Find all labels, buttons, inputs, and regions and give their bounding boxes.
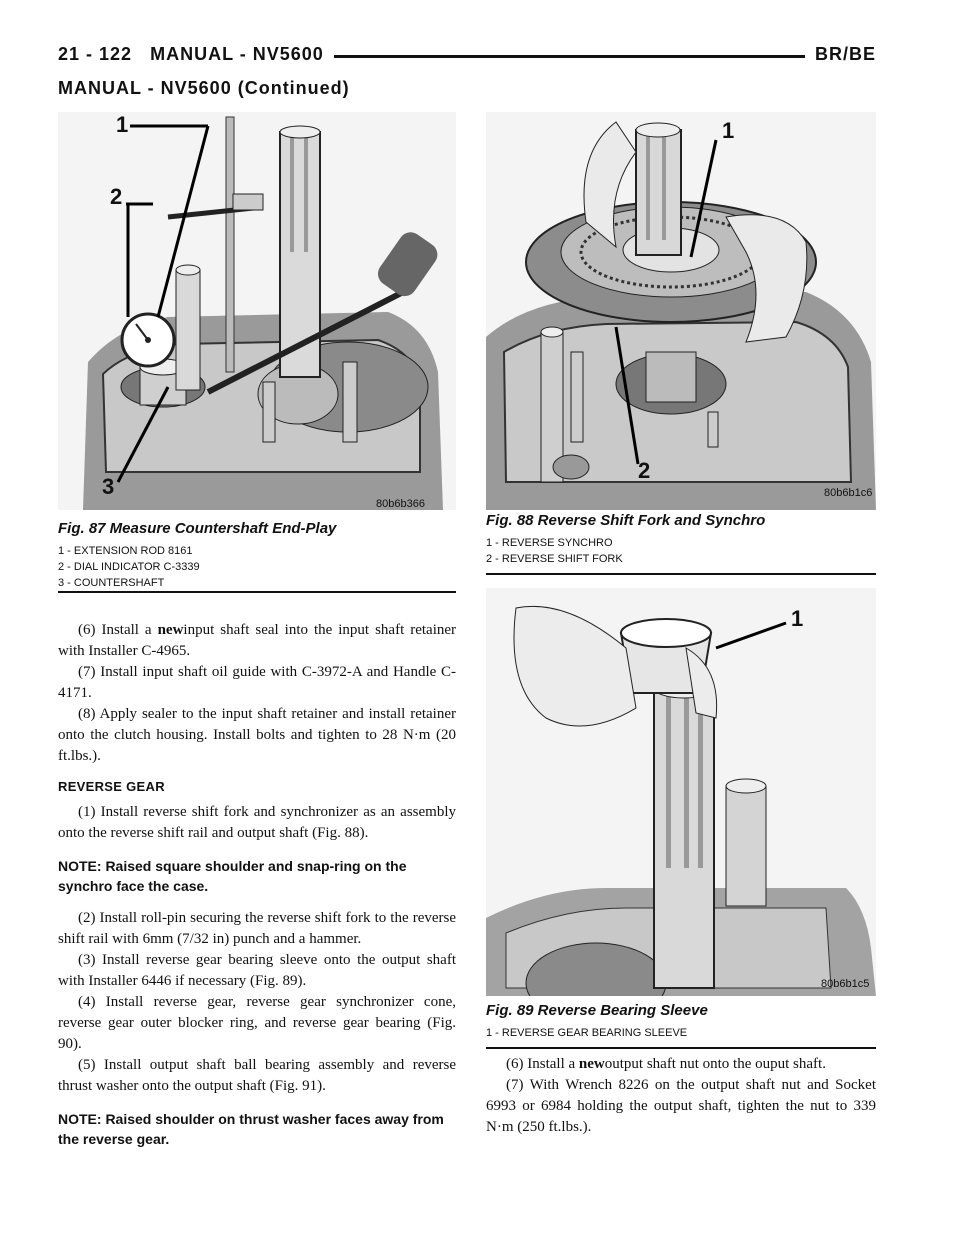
- page-header: 21 - 122 MANUAL - NV5600 BR/BE: [58, 44, 876, 74]
- image-code: 80b6b1c5: [821, 978, 870, 990]
- reverse-step-4: (4) Install reverse gear, reverse gear s…: [58, 994, 456, 1052]
- step-text: (6) Install a: [506, 1056, 579, 1072]
- legend-item: 2 - DIAL INDICATOR C-3339: [58, 561, 200, 573]
- reverse-step-2: (2) Install roll-pin securing the revers…: [58, 910, 456, 947]
- model-code: BR/BE: [804, 44, 876, 65]
- reverse-step-5: (5) Install output shaft ball bearing as…: [58, 1057, 456, 1094]
- legend-item: 1 - REVERSE GEAR BEARING SLEEVE: [486, 1027, 688, 1039]
- figure-89-title: Fig. 89 Reverse Bearing Sleeve: [486, 1002, 708, 1019]
- reverse-step-1: (1) Install reverse shift fork and synch…: [58, 804, 456, 841]
- emphasis-new: new: [157, 622, 184, 638]
- header-page-title: 21 - 122 MANUAL - NV5600: [58, 44, 334, 65]
- step-8: (8) Apply sealer to the input shaft reta…: [58, 706, 456, 764]
- reverse-step-7: (7) With Wrench 8226 on the output shaft…: [486, 1077, 876, 1135]
- figure-88: 1 2 80b6b1c6 Fig. 88 Reverse Shift Fork …: [486, 112, 876, 575]
- step-7: (7) Install input shaft oil guide with C…: [58, 664, 456, 701]
- image-code: 80b6b366: [376, 498, 425, 510]
- figure-89-legend: 1 - REVERSE GEAR BEARING SLEEVE: [486, 1025, 876, 1049]
- emphasis-new: new: [578, 1056, 605, 1072]
- figure-88-callouts: 1 2 80b6b1c6: [486, 112, 876, 510]
- figure-88-legend: 1 - REVERSE SYNCHRO 2 - REVERSE SHIFT FO…: [486, 535, 876, 575]
- step-text: (6) Install a: [78, 622, 158, 638]
- legend-item: 2 - REVERSE SHIFT FORK: [486, 553, 623, 565]
- callout-2: 2: [110, 184, 123, 209]
- image-code: 80b6b1c6: [824, 487, 873, 499]
- page-number: 21 - 122: [58, 44, 133, 64]
- note-1: NOTE: Raised square shoulder and snap-ri…: [58, 858, 407, 894]
- continued-heading: MANUAL - NV5600 (Continued): [58, 78, 350, 98]
- callout-3: 3: [102, 474, 115, 499]
- figure-87-callouts: 1 2 3 80b6b366: [58, 112, 456, 510]
- step-text: input shaft seal into the input shaft re…: [58, 622, 457, 659]
- figure-89: 1 80b6b1c5 Fig. 89 Reverse Bearing Sleev…: [486, 588, 876, 1049]
- header-rule: [58, 55, 876, 58]
- figure-88-illustration: [486, 112, 876, 510]
- figure-87-title: Fig. 87 Measure Countershaft End-Play: [58, 520, 337, 537]
- section-heading: REVERSE GEAR: [58, 779, 165, 794]
- figure-88-title: Fig. 88 Reverse Shift Fork and Synchro: [486, 512, 766, 529]
- figure-87-legend: 1 - EXTENSION ROD 8161 2 - DIAL INDICATO…: [58, 543, 456, 593]
- reverse-step-3: (3) Install reverse gear bearing sleeve …: [58, 952, 456, 989]
- callout-1: 1: [116, 112, 129, 137]
- right-column-text: (6) Install a newoutput shaft nut onto t…: [486, 1054, 876, 1138]
- legend-item: 1 - REVERSE SYNCHRO: [486, 537, 613, 549]
- callout-1: 1: [791, 606, 804, 631]
- left-column-text: (6) Install a newinput shaft seal into t…: [58, 620, 456, 1149]
- figure-87: 1 2 3 80b6b366 Fig. 87 Measure Countersh…: [58, 112, 456, 593]
- figure-89-callouts: 1 80b6b1c5: [486, 588, 876, 996]
- reverse-step-6: (6) Install a newoutput shaft nut onto t…: [486, 1054, 876, 1075]
- figure-89-illustration: [486, 588, 876, 996]
- legend-item: 3 - COUNTERSHAFT: [58, 577, 165, 589]
- callout-2: 2: [638, 458, 651, 483]
- step-text: output shaft nut onto the ouput shaft.: [604, 1056, 826, 1072]
- callout-1: 1: [722, 118, 735, 143]
- step-6: (6) Install a newinput shaft seal into t…: [58, 620, 456, 662]
- note-2: NOTE: Raised shoulder on thrust washer f…: [58, 1111, 444, 1147]
- legend-item: 1 - EXTENSION ROD 8161: [58, 545, 193, 557]
- manual-title: MANUAL - NV5600: [150, 44, 324, 64]
